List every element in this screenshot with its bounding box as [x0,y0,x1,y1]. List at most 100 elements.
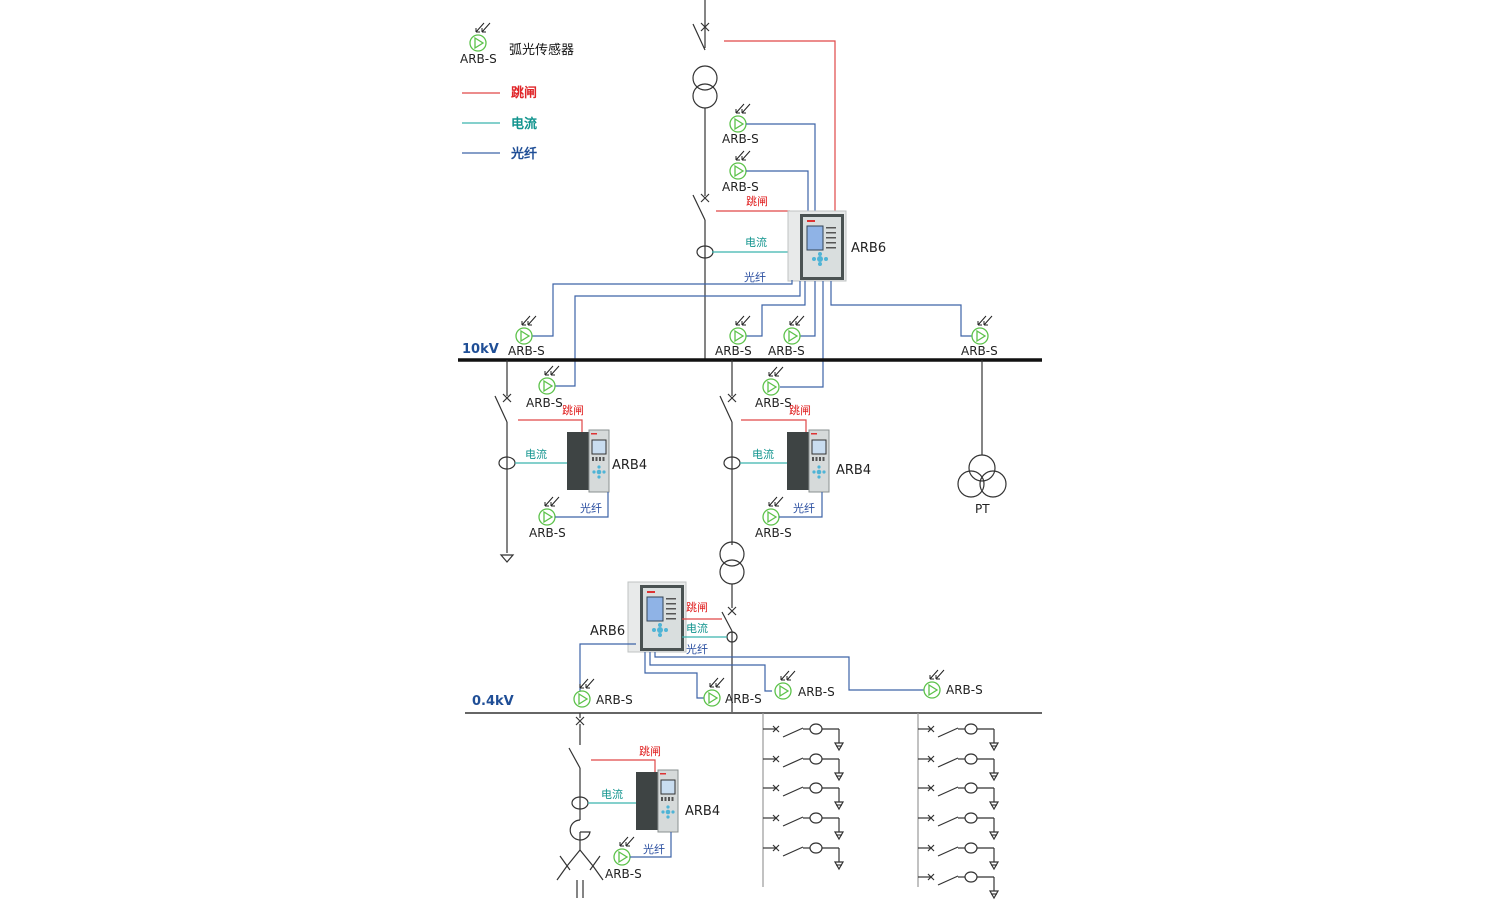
reactor-icon [569,819,591,841]
fiber-line [830,281,972,337]
fiber-label: 光纤 [580,501,602,515]
sensor-label: ARB-S [722,180,759,194]
outgoing-feeder [762,842,844,870]
trip-label: 跳闸 [746,194,768,208]
fiber-line [746,281,806,337]
sensor-label: ARB-S [725,692,762,706]
current-label: 电流 [752,447,774,461]
switch-icon [692,23,706,51]
device-label: ARB6 [851,241,886,256]
current-label: 电流 [525,447,547,461]
arc-sensor-icon [538,365,560,395]
sensor-label: ARB-S [715,344,752,358]
switch-icon [719,395,733,423]
legend-sensor-desc: 弧光传感器 [509,42,574,58]
trip-label: 跳闸 [639,744,661,758]
sensor-label: ARB-S [526,396,563,410]
current-label: 电流 [601,787,623,801]
arc-sensor-icon [762,366,784,396]
switch-icon [692,194,706,221]
sensor-label: ARB-S [529,526,566,540]
fiber-label: 光纤 [686,642,708,656]
outgoing-feeder [762,723,844,751]
arc-sensor-icon [729,315,751,345]
outgoing-feeder [762,753,844,781]
fiber-label: 光纤 [793,501,815,515]
outgoing-feeder [917,812,999,840]
trip-line [741,419,807,432]
bus-label-10kv: 10kV [462,342,499,357]
legend-fiber-label: 光纤 [510,146,537,162]
arc-sensor-icon [515,315,537,345]
sensor-label: ARB-S [722,132,759,146]
pt-feeder [957,360,1007,498]
arc-sensor-icon [762,496,784,526]
sensor-label: ARB-S [755,396,792,410]
sensor-label: ARB-S [596,693,633,707]
legend-trip-label: 跳闸 [511,85,537,101]
feeder-group-2 [917,713,999,899]
arc-sensor-icon [774,670,796,700]
outgoing-feeder [917,753,999,781]
transformer-icon [692,65,718,109]
arc-sensor-icon [783,315,805,345]
arc-sensor-icon [971,315,993,345]
arb4-unit[interactable] [635,769,679,833]
fiber-line [555,492,609,518]
arc-sensor-icon [538,496,560,526]
fiber-line [779,492,823,518]
feeder-10kv-left [494,360,516,563]
sensor-label: ARB-S [768,344,805,358]
outgoing-feeder [917,842,999,870]
fiber-line [649,652,772,692]
outgoing-feeder [762,782,844,810]
arc-sensor-icon [573,678,595,708]
sensor-label: ARB-S [605,867,642,881]
arc-sensor-icon [469,22,491,52]
incoming-feeder [692,0,718,360]
legend-current-label: 电流 [511,116,537,132]
ground-icon [499,554,515,563]
fiber-line [644,652,704,699]
fiber-line [654,652,924,691]
pt-label: PT [975,502,990,516]
breaker-icon [727,606,737,616]
trip-line [724,40,836,213]
fiber-line [532,280,793,337]
device-label: ARB4 [836,463,871,478]
arc-sensor-icon [613,836,635,866]
sensor-label: ARB-S [798,685,835,699]
motor-load-icon [556,849,604,898]
feeder-group-1 [762,713,844,887]
fiber-line [555,281,801,387]
fiber-line [630,832,672,858]
fiber-label: 光纤 [744,270,766,284]
arb4-unit[interactable] [786,429,830,493]
outgoing-feeder [917,782,999,810]
arc-sensor-icon [729,103,751,133]
trip-label: 跳闸 [686,600,708,614]
trip-line [591,759,656,772]
legend: ARB-S 弧光传感器 跳闸 电流 光纤 [460,22,574,162]
arb6-main-unit[interactable] [787,210,847,282]
outgoing-feeder [762,812,844,840]
trip-label: 跳闸 [789,403,811,417]
arb4-unit[interactable] [566,429,610,493]
outgoing-feeder [917,871,999,899]
breaker-icon [575,716,585,726]
outgoing-feeder [917,723,999,751]
fiber-label: 光纤 [643,842,665,856]
device-label: ARB4 [685,804,720,819]
fiber-line [746,123,816,212]
sensor-label: ARB-S [946,683,983,697]
arb6-lower-unit[interactable] [627,581,687,653]
trip-label: 跳闸 [562,403,584,417]
transformer-icon [719,541,745,585]
switch-icon [721,611,733,632]
arc-sensor-icon [729,150,751,180]
trip-line [518,419,583,432]
switch-icon [494,395,508,423]
arc-sensor-icon [703,677,725,707]
bus-label-0-4kv: 0.4kV [472,694,514,709]
